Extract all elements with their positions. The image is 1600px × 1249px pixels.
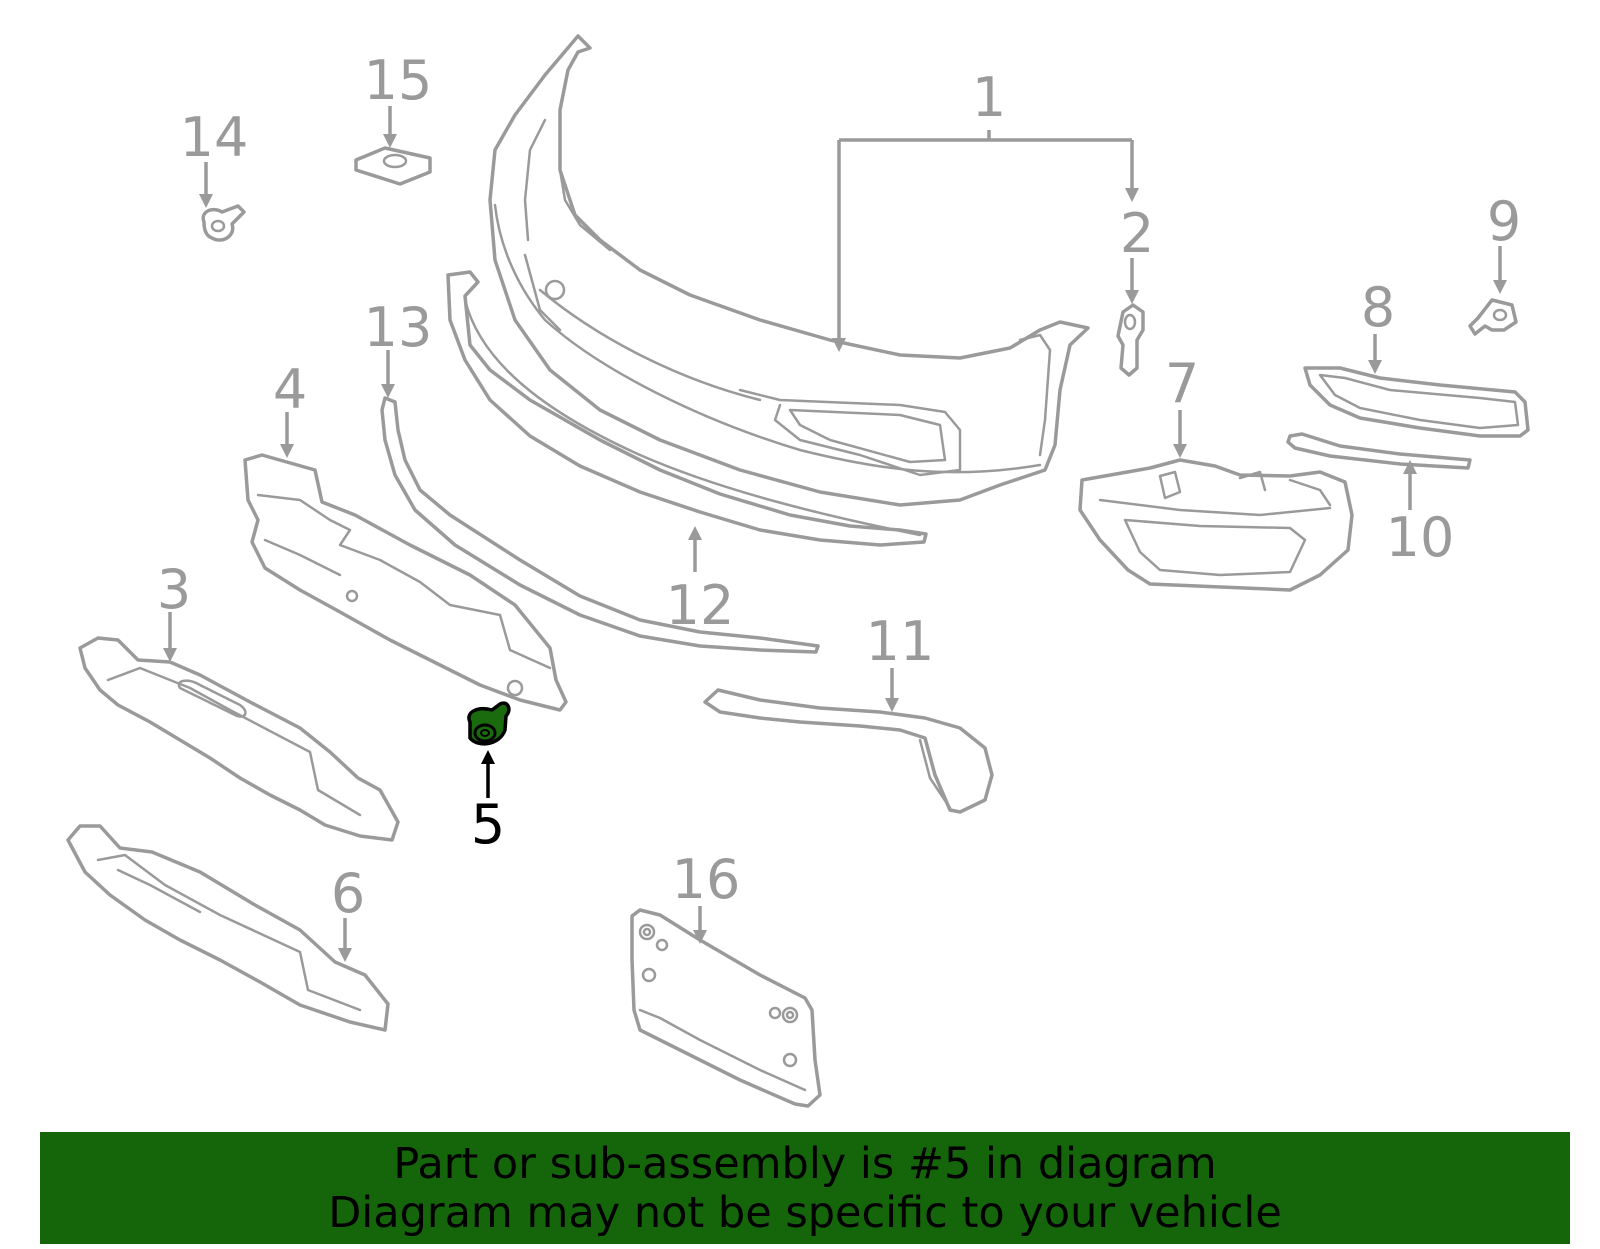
callout-7[interactable]: 7 — [1165, 352, 1199, 415]
part-13-molding[interactable] — [380, 396, 820, 654]
callout-9[interactable]: 9 — [1487, 190, 1521, 253]
part-11-bracket[interactable] — [703, 688, 994, 814]
callout-6[interactable]: 6 — [331, 862, 365, 925]
part-2-clip[interactable] — [1116, 303, 1145, 377]
callout-10[interactable]: 10 — [1386, 506, 1455, 569]
callout-5[interactable]: 5 — [471, 793, 505, 856]
part-8-garnish[interactable] — [1303, 366, 1530, 438]
part-7-fog-bezel[interactable] — [1078, 458, 1354, 592]
callout-11[interactable]: 11 — [866, 610, 935, 673]
banner-line-disclaimer: Diagram may not be specific to your vehi… — [328, 1188, 1282, 1238]
leader-lines — [163, 106, 1507, 962]
callout-16[interactable]: 16 — [672, 848, 741, 911]
callout-4[interactable]: 4 — [273, 358, 307, 421]
callout-13[interactable]: 13 — [364, 296, 433, 359]
callout-3[interactable]: 3 — [157, 558, 191, 621]
part-5-clip[interactable] — [467, 701, 511, 746]
part-1-bumper-cover[interactable] — [488, 34, 1090, 507]
part-16-license-bracket[interactable] — [630, 908, 822, 1108]
callout-8[interactable]: 8 — [1361, 276, 1395, 339]
part-6-lower-absorber[interactable] — [66, 824, 390, 1032]
callout-12[interactable]: 12 — [666, 574, 735, 637]
callout-14[interactable]: 14 — [180, 106, 249, 169]
part-4-reinforcement[interactable] — [243, 453, 568, 712]
part-9-screw[interactable] — [1468, 298, 1518, 336]
callout-labels: 1 2 3 4 5 6 7 8 9 10 11 12 13 14 15 16 — [157, 49, 1521, 925]
part-12-spoiler[interactable] — [446, 270, 928, 547]
callout-2[interactable]: 2 — [1120, 202, 1154, 265]
callout-15[interactable]: 15 — [364, 49, 433, 112]
part-14-push-clip[interactable] — [201, 204, 246, 242]
info-banner: Part or sub-assembly is #5 in diagram Di… — [40, 1132, 1570, 1244]
callout-1[interactable]: 1 — [972, 66, 1006, 129]
part-10-trim-strip[interactable] — [1286, 432, 1472, 470]
part-3-absorber[interactable] — [78, 636, 400, 842]
part-15-nut[interactable] — [354, 146, 432, 186]
banner-line-part: Part or sub-assembly is #5 in diagram — [393, 1139, 1217, 1189]
